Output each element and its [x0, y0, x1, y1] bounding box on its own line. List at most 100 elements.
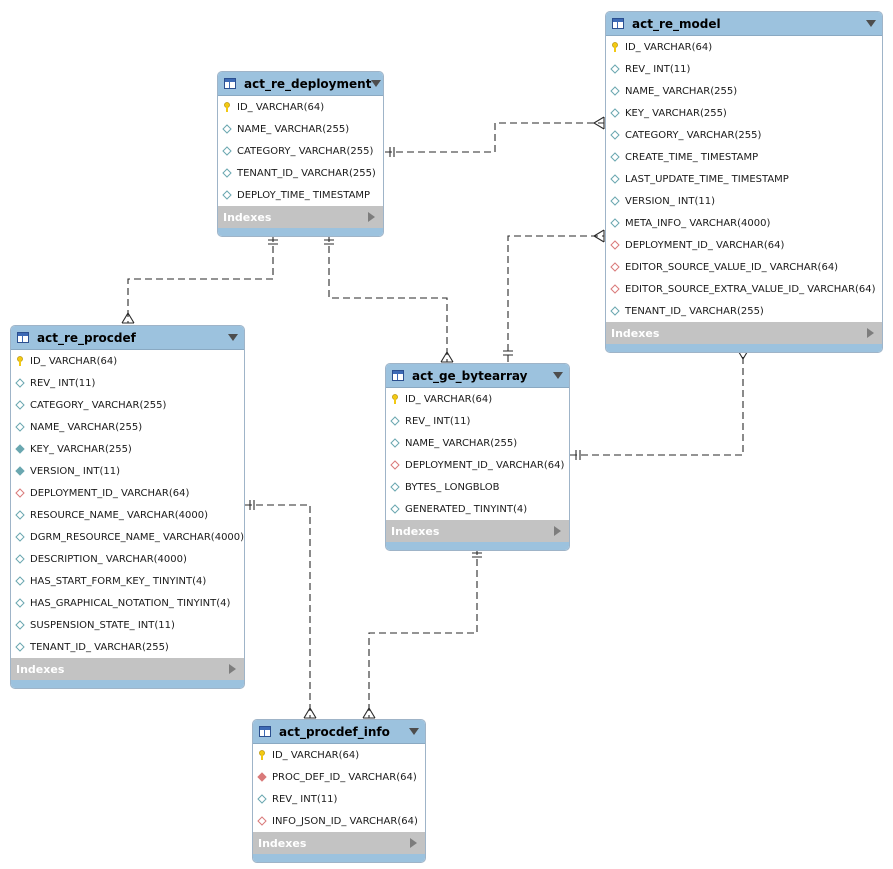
column-diamond-icon: [15, 444, 25, 454]
column-text: NAME_ VARCHAR(255): [405, 437, 518, 449]
table-column[interactable]: CREATE_TIME_ TIMESTAMP: [606, 146, 882, 168]
table-column[interactable]: NAME_ VARCHAR(255): [386, 432, 569, 454]
table-column[interactable]: DESCRIPTION_ VARCHAR(4000): [11, 548, 244, 570]
expand-arrow-icon[interactable]: [554, 526, 561, 536]
column-text: ID_ VARCHAR(64): [30, 355, 118, 367]
collapse-arrow-icon[interactable]: [371, 80, 382, 87]
primary-key-icon: [390, 394, 400, 404]
table-title: act_re_deployment: [244, 76, 372, 91]
table-icon: [224, 78, 236, 89]
table-column[interactable]: TENANT_ID_ VARCHAR(255): [218, 162, 383, 184]
table-column[interactable]: KEY_ VARCHAR(255): [606, 102, 882, 124]
table-act-re-deployment[interactable]: act_re_deployment ID_ VARCHAR(64)NAME_ V…: [217, 71, 384, 237]
column-diamond-icon: [390, 482, 400, 492]
table-column[interactable]: ID_ VARCHAR(64): [386, 388, 569, 410]
table-icon: [612, 18, 624, 29]
collapse-arrow-icon[interactable]: [553, 372, 563, 379]
table-act-procdef-info[interactable]: act_procdef_info ID_ VARCHAR(64)PROC_DEF…: [252, 719, 426, 863]
column-text: RESOURCE_NAME_ VARCHAR(4000): [30, 509, 209, 521]
column-list: ID_ VARCHAR(64) REV_ INT(11) CATEGORY_ VAR…: [11, 350, 244, 658]
indexes-bar[interactable]: Indexes: [218, 206, 383, 228]
table-act-re-model[interactable]: act_re_model ID_ VARCHAR(64)REV_ INT(11)…: [605, 11, 883, 353]
table-column[interactable]: NAME_ VARCHAR(255): [606, 80, 882, 102]
column-text: REV_ INT(11): [30, 377, 96, 389]
table-column[interactable]: ID_ VARCHAR(64): [11, 350, 244, 372]
table-column[interactable]: DEPLOY_TIME_ TIMESTAMP: [218, 184, 383, 206]
cardinality-one-marker: [249, 500, 255, 510]
expand-arrow-icon[interactable]: [229, 664, 236, 674]
table-column[interactable]: KEY_ VARCHAR(255): [11, 438, 244, 460]
column-text: TENANT_ID_ VARCHAR(255): [625, 305, 764, 317]
table-column[interactable]: DEPLOYMENT_ID_ VARCHAR(64): [606, 234, 882, 256]
table-column[interactable]: EDITOR_SOURCE_VALUE_ID_ VARCHAR(64): [606, 256, 882, 278]
table-column[interactable]: DEPLOYMENT_ID_ VARCHAR(64): [386, 454, 569, 476]
table-column[interactable]: BYTES_ LONGBLOB: [386, 476, 569, 498]
table-column[interactable]: ID_ VARCHAR(64): [253, 744, 425, 766]
table-column[interactable]: REV_ INT(11): [386, 410, 569, 432]
column-text: DEPLOYMENT_ID_ VARCHAR(64): [30, 487, 190, 499]
table-column[interactable]: ID_ VARCHAR(64): [606, 36, 882, 58]
table-column[interactable]: TENANT_ID_ VARCHAR(255): [606, 300, 882, 322]
table-column[interactable]: INFO_JSON_ID_ VARCHAR(64): [253, 810, 425, 832]
table-column[interactable]: DGRM_RESOURCE_NAME_ VARCHAR(4000): [11, 526, 244, 548]
table-column[interactable]: REV_ INT(11): [606, 58, 882, 80]
expand-arrow-icon[interactable]: [867, 328, 874, 338]
table-column[interactable]: CATEGORY_ VARCHAR(255): [606, 124, 882, 146]
table-column[interactable]: CATEGORY_ VARCHAR(255): [11, 394, 244, 416]
table-column[interactable]: EDITOR_SOURCE_EXTRA_VALUE_ID_ VARCHAR(64…: [606, 278, 882, 300]
table-column[interactable]: TENANT_ID_ VARCHAR(255): [11, 636, 244, 658]
table-act-re-procdef[interactable]: act_re_procdef ID_ VARCHAR(64) REV_ INT(1…: [10, 325, 245, 689]
column-diamond-icon: [222, 190, 232, 200]
indexes-bar[interactable]: Indexes: [386, 520, 569, 542]
column-text: CATEGORY_ VARCHAR(255): [625, 129, 762, 141]
table-header[interactable]: act_procdef_info: [253, 720, 425, 744]
column-text: DEPLOYMENT_ID_ VARCHAR(64): [405, 459, 565, 471]
table-column[interactable]: VERSION_ INT(11): [11, 460, 244, 482]
table-column[interactable]: PROC_DEF_ID_ VARCHAR(64): [253, 766, 425, 788]
table-column[interactable]: REV_ INT(11): [11, 372, 244, 394]
column-diamond-icon: [222, 146, 232, 156]
table-column[interactable]: HAS_START_FORM_KEY_ TINYINT(4): [11, 570, 244, 592]
collapse-arrow-icon[interactable]: [228, 334, 238, 341]
table-column[interactable]: GENERATED_ TINYINT(4): [386, 498, 569, 520]
column-text: META_INFO_ VARCHAR(4000): [625, 217, 771, 229]
table-header[interactable]: act_re_procdef: [11, 326, 244, 350]
table-column[interactable]: HAS_GRAPHICAL_NOTATION_ TINYINT(4): [11, 592, 244, 614]
table-column[interactable]: LAST_UPDATE_TIME_ TIMESTAMP: [606, 168, 882, 190]
foreign-key-diamond-icon: [15, 488, 25, 498]
collapse-arrow-icon[interactable]: [409, 728, 419, 735]
column-diamond-icon: [610, 218, 620, 228]
column-text: INFO_JSON_ID_ VARCHAR(64): [272, 815, 418, 827]
table-column[interactable]: NAME_ VARCHAR(255): [218, 118, 383, 140]
table-column[interactable]: SUSPENSION_STATE_ INT(11): [11, 614, 244, 636]
column-text: NAME_ VARCHAR(255): [625, 85, 738, 97]
expand-arrow-icon[interactable]: [410, 838, 417, 848]
table-column[interactable]: DEPLOYMENT_ID_ VARCHAR(64): [11, 482, 244, 504]
table-column[interactable]: NAME_ VARCHAR(255): [11, 416, 244, 438]
table-act-ge-bytearray[interactable]: act_ge_bytearray ID_ VARCHAR(64)REV_ INT…: [385, 363, 570, 551]
table-column[interactable]: VERSION_ INT(11): [606, 190, 882, 212]
table-header[interactable]: act_re_deployment: [218, 72, 383, 96]
indexes-bar[interactable]: Indexes: [11, 658, 244, 680]
column-list: ID_ VARCHAR(64)REV_ INT(11) NAME_ VARCHAR…: [386, 388, 569, 520]
table-header[interactable]: act_re_model: [606, 12, 882, 36]
table-column[interactable]: META_INFO_ VARCHAR(4000): [606, 212, 882, 234]
table-column[interactable]: CATEGORY_ VARCHAR(255): [218, 140, 383, 162]
table-header[interactable]: act_ge_bytearray: [386, 364, 569, 388]
table-column[interactable]: ID_ VARCHAR(64): [218, 96, 383, 118]
column-text: GENERATED_ TINYINT(4): [405, 503, 528, 515]
column-diamond-icon: [610, 174, 620, 184]
column-diamond-icon: [15, 400, 25, 410]
cardinality-many-marker: [593, 229, 605, 243]
table-icon: [259, 726, 271, 737]
indexes-bar[interactable]: Indexes: [606, 322, 882, 344]
table-column[interactable]: REV_ INT(11): [253, 788, 425, 810]
indexes-bar[interactable]: Indexes: [253, 832, 425, 854]
cardinality-many-marker: [362, 707, 376, 719]
expand-arrow-icon[interactable]: [368, 212, 375, 222]
column-list: ID_ VARCHAR(64)PROC_DEF_ID_ VARCHAR(64)R…: [253, 744, 425, 832]
column-diamond-icon: [610, 64, 620, 74]
collapse-arrow-icon[interactable]: [866, 20, 876, 27]
indexes-label: Indexes: [258, 836, 307, 850]
table-column[interactable]: RESOURCE_NAME_ VARCHAR(4000): [11, 504, 244, 526]
